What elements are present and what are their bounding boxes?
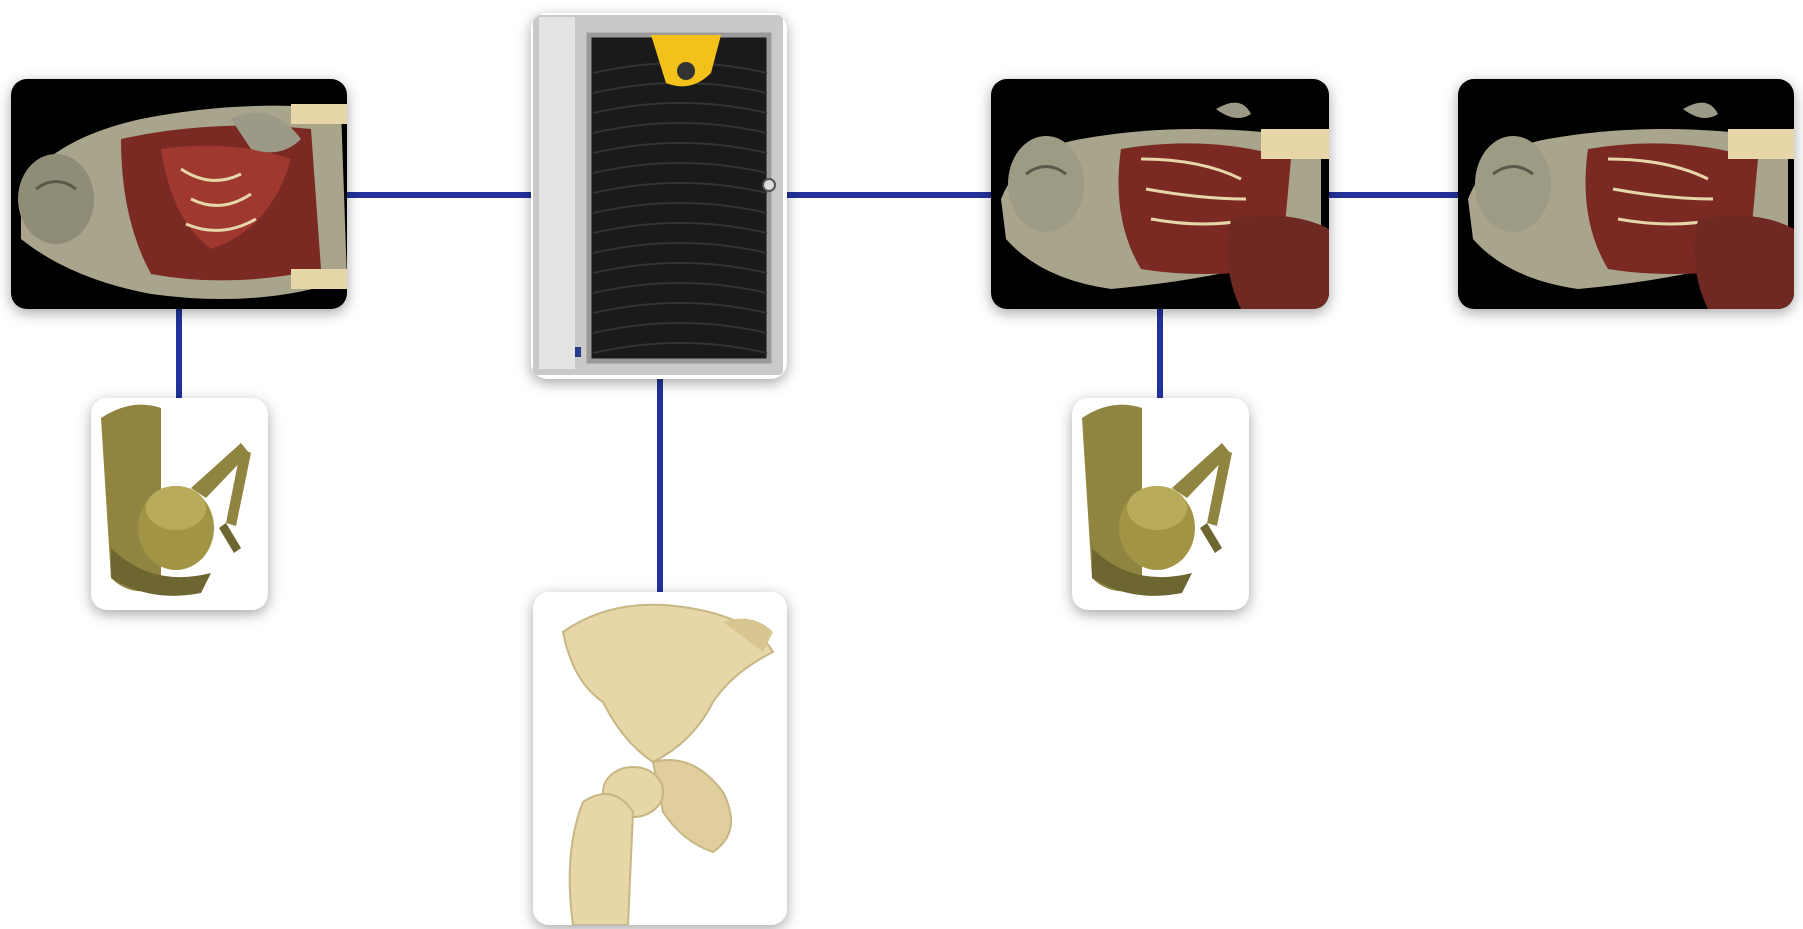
dissected-torso-icon [1458, 79, 1794, 309]
haptic-device-left [91, 398, 268, 610]
haptic-arm-icon [91, 398, 268, 610]
haptic-arm-icon [1072, 398, 1249, 610]
dissected-torso-icon [991, 79, 1329, 309]
anatomy-viewer-left [11, 79, 347, 309]
anatomy-viewer-right [1458, 79, 1794, 309]
haptic-device-center [1072, 398, 1249, 610]
anatomy-viewer-center [991, 79, 1329, 309]
pelvis-bone-icon [533, 592, 787, 925]
compute-server [531, 13, 787, 379]
server-icon [531, 13, 787, 379]
pelvis-model [533, 592, 787, 925]
dissected-torso-icon [11, 79, 347, 309]
